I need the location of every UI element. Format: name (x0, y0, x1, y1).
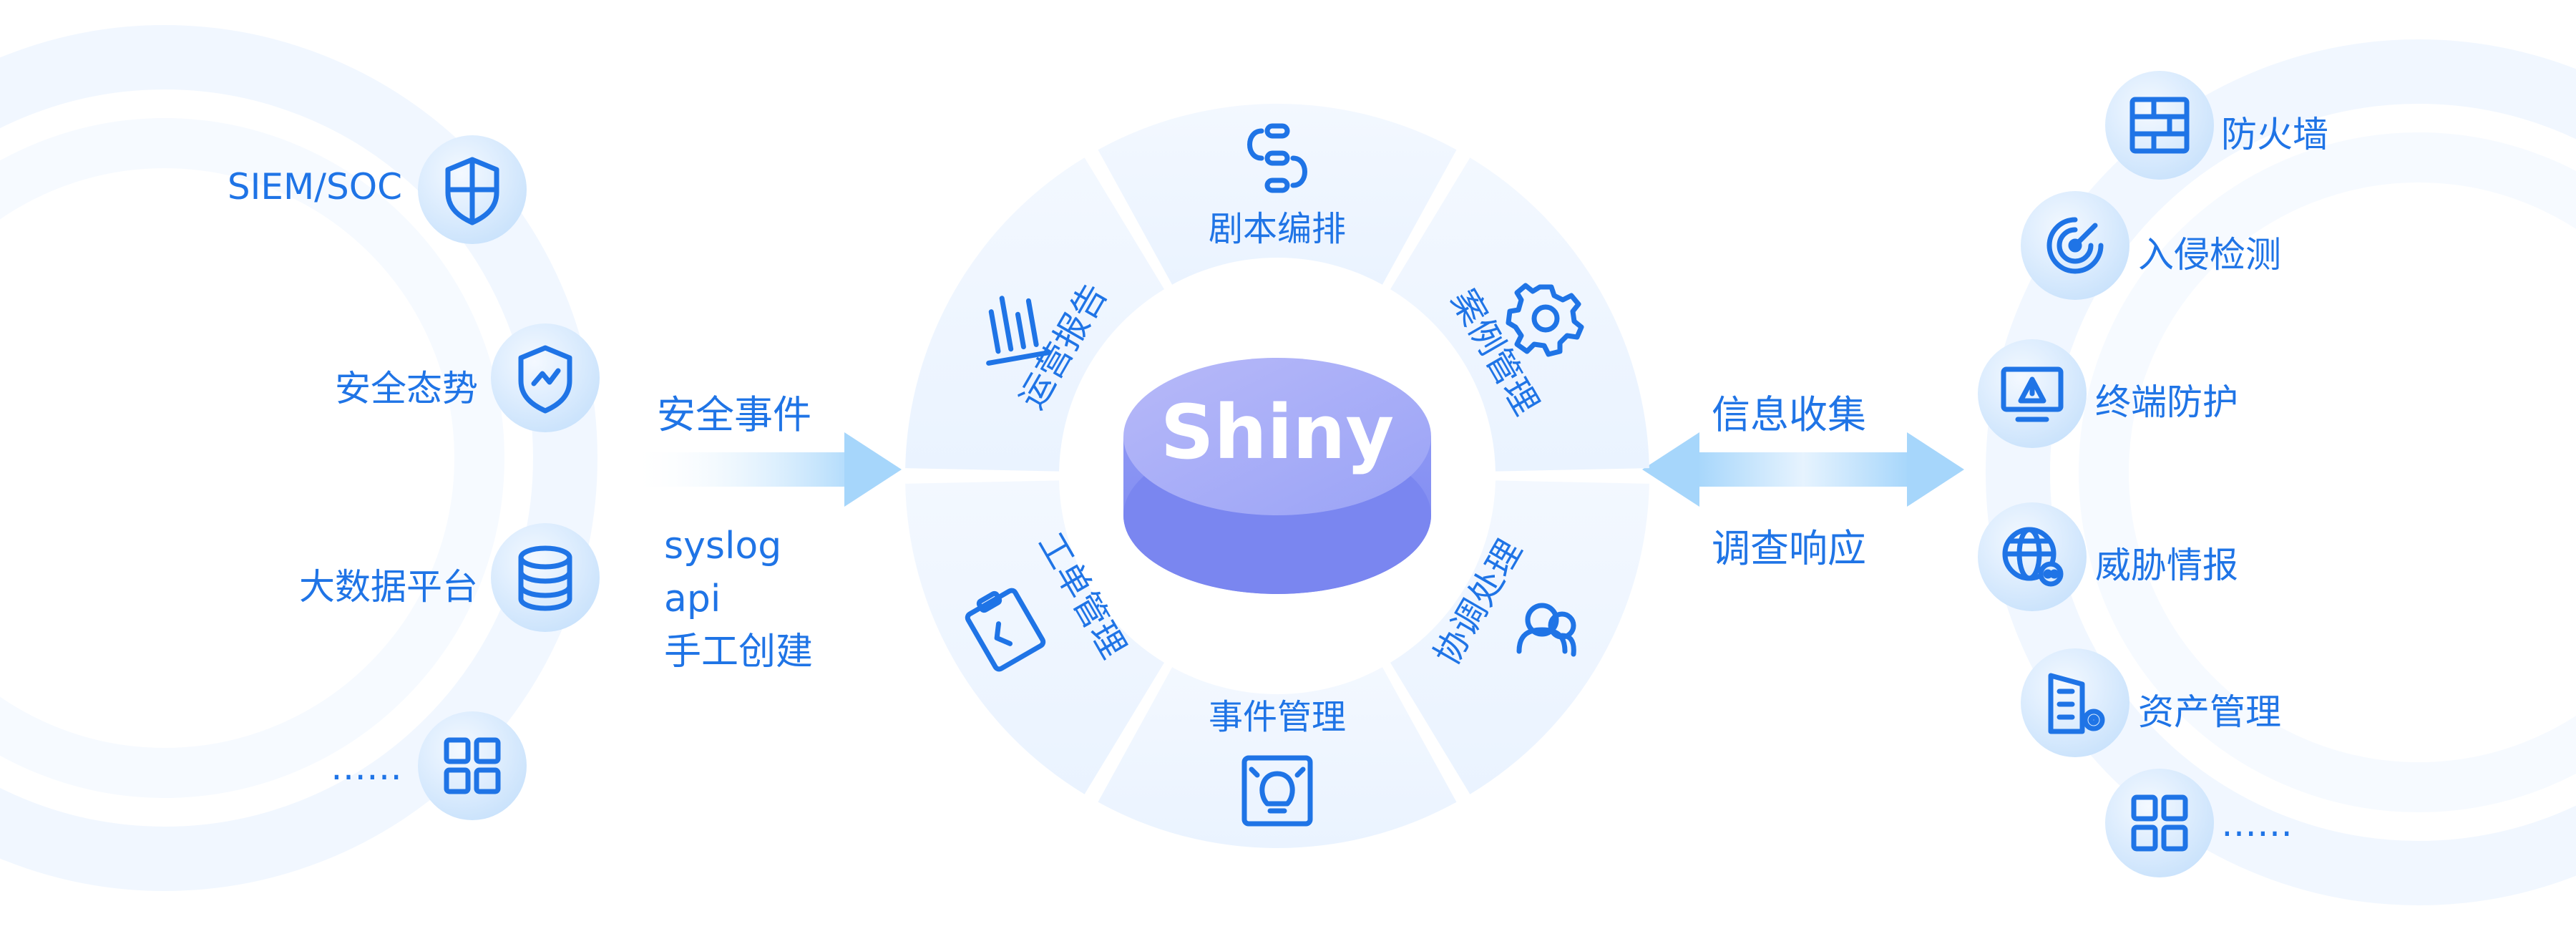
node-more-left[interactable] (418, 711, 527, 820)
team-icon (1516, 603, 1576, 657)
monitor-alert-icon (2001, 366, 2064, 422)
seg-ticket[interactable] (905, 480, 1165, 794)
right-backdrop-arcs (1986, 39, 2576, 905)
right-label-firewall: 防火墙 (2221, 114, 2328, 155)
module-ring (905, 103, 1649, 848)
output-flow-bottom: 调查响应 (1712, 526, 1866, 571)
module-label-incident: 事件管理 (1209, 697, 1346, 737)
right-label-endpoint: 终端防护 (2095, 381, 2238, 423)
apps-grid-icon (2131, 794, 2188, 852)
input-channel-syslog: syslog (664, 525, 782, 568)
database-icon (518, 545, 572, 611)
right-label-intel: 威胁情报 (2095, 545, 2238, 586)
output-flow-top: 信息收集 (1712, 392, 1866, 437)
radar-icon (2046, 217, 2104, 274)
gear-icon (1506, 283, 1584, 357)
input-flow-title: 安全事件 (657, 392, 811, 437)
left-label-more: …… (331, 746, 402, 788)
left-label-bigdata: 大数据平台 (299, 566, 478, 608)
firewall-icon (2129, 97, 2190, 154)
shield-grid-icon (445, 157, 499, 225)
report-bars-icon (986, 296, 1052, 366)
core-name: Shiny (1161, 389, 1394, 476)
left-label-siem: SIEM/SOC (227, 166, 402, 208)
node-intel[interactable] (1978, 502, 2087, 611)
clipboard-code-icon (965, 588, 1046, 672)
input-channel-api: api (664, 578, 721, 620)
seg-report[interactable] (905, 157, 1165, 472)
node-more-right[interactable] (2105, 769, 2214, 877)
right-label-more: …… (2221, 803, 2293, 845)
output-double-arrow (1642, 432, 1964, 507)
right-label-asset: 资产管理 (2138, 691, 2281, 733)
node-bigdata[interactable] (491, 523, 600, 632)
input-channel-manual: 手工创建 (664, 631, 814, 673)
input-arrow (630, 432, 902, 507)
input-channel-list: syslog api 手工创建 (664, 520, 813, 678)
apps-grid-icon (444, 737, 501, 794)
shiny-core-cylinder (1123, 358, 1431, 594)
node-asset[interactable] (2021, 648, 2129, 757)
seg-playbook[interactable] (1098, 103, 1457, 285)
workflow-icon (1247, 123, 1307, 193)
lightbulb-icon (1241, 755, 1313, 827)
node-firewall[interactable] (2105, 71, 2214, 180)
seg-case[interactable] (1390, 157, 1649, 472)
shield-trend-icon (518, 345, 572, 414)
globe-intel-icon (2002, 527, 2064, 587)
right-label-ids: 入侵检测 (2138, 234, 2281, 276)
module-label-playbook: 剧本编排 (1209, 209, 1346, 249)
building-gear-icon (2048, 673, 2105, 734)
left-backdrop-arcs (0, 25, 597, 891)
left-label-situation: 安全态势 (335, 368, 478, 409)
